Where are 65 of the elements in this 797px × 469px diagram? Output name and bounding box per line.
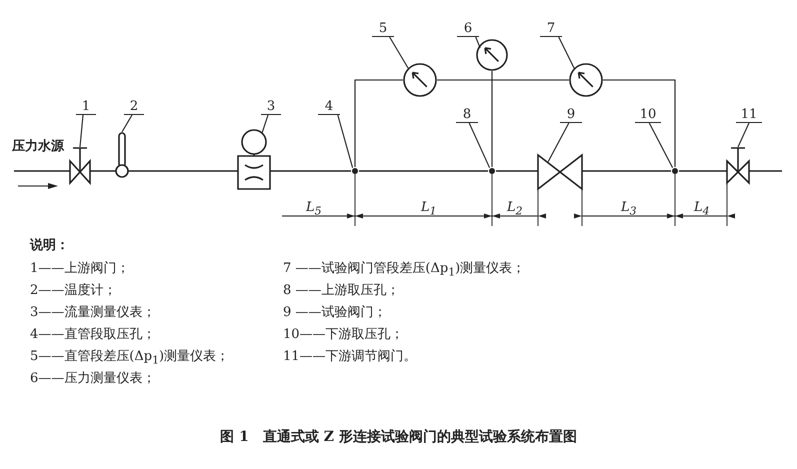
leader-line <box>468 122 490 168</box>
pipe-line <box>496 170 538 172</box>
callout-number: 1 <box>76 100 96 115</box>
callout-number: 5 <box>372 22 394 37</box>
legend-item: 8 ——上游取压孔； <box>283 282 400 299</box>
figure-caption: 图 1 直通式或 Z 形连接试验阀门的典型试验系统布置图 <box>220 429 577 445</box>
leader-line <box>261 114 269 134</box>
impulse-line <box>491 71 493 167</box>
pipe-line <box>359 170 488 172</box>
legend-item: 9 ——试验阀门； <box>283 304 386 321</box>
callout-number: 6 <box>457 22 479 37</box>
impulse-line <box>437 79 569 81</box>
dimension-label: L$_{2}$ <box>507 200 523 218</box>
impulse-line <box>603 79 676 167</box>
leader-line <box>548 122 570 162</box>
leader-line <box>122 114 132 132</box>
impulse-line <box>354 79 403 167</box>
legend-item: 7 ——试验阀门管段差压(Δp$_{1}$)测量仪表； <box>283 260 526 279</box>
flowmeter-symbol <box>238 129 270 189</box>
leader-line <box>79 114 84 148</box>
valve-symbol <box>70 147 90 183</box>
legend-heading: 说明： <box>30 237 69 254</box>
valve-symbol <box>727 147 749 183</box>
pipe-line <box>128 170 238 172</box>
pipe-line <box>90 170 116 172</box>
callout-number: 9 <box>560 108 582 123</box>
leader-line <box>337 114 354 168</box>
pipe-line <box>679 170 727 172</box>
legend-item: 4——直管段取压孔； <box>30 326 156 343</box>
gauge-symbol <box>403 63 437 97</box>
leader-line <box>475 36 481 48</box>
callout-number: 2 <box>124 100 144 115</box>
dimension-label: L$_{3}$ <box>621 200 637 218</box>
thermometer-symbol <box>116 132 128 177</box>
leader-line <box>648 122 674 168</box>
dimension-label: L$_{5}$ <box>306 200 322 218</box>
legend-item: 1——上游阀门； <box>30 260 130 277</box>
valve-symbol <box>538 155 582 189</box>
source-label: 压力水源 <box>12 138 64 155</box>
pipe-line <box>270 170 351 172</box>
callout-number: 7 <box>540 22 562 37</box>
callout-number: 8 <box>456 108 478 123</box>
callout-number: 11 <box>736 108 762 123</box>
legend-item: 10——下游取压孔； <box>283 326 404 343</box>
dimension-label: L$_{4}$ <box>694 200 710 218</box>
pipe-line <box>14 170 70 172</box>
leader-line <box>558 36 575 68</box>
leader-line <box>389 36 409 68</box>
legend-item: 2——温度计； <box>30 282 116 299</box>
callout-number: 4 <box>318 100 340 115</box>
gauge-symbol <box>476 39 508 71</box>
legend-item: 6——压力测量仪表； <box>30 370 156 387</box>
leader-line <box>738 122 750 148</box>
legend-item: 11——下游调节阀门。 <box>283 348 417 365</box>
legend-item: 5——直管段差压(Δp$_{1}$)测量仪表； <box>30 348 230 367</box>
legend-item: 3——流量测量仪表； <box>30 304 156 321</box>
pipe-line <box>582 170 671 172</box>
dimension-label: L$_{1}$ <box>421 200 437 218</box>
gauge-symbol <box>569 63 603 97</box>
callout-number: 3 <box>261 100 281 115</box>
pipe-line <box>749 170 782 172</box>
pressure-tap-dot <box>671 167 679 175</box>
pressure-tap-dot <box>351 167 359 175</box>
pressure-tap-dot <box>488 167 496 175</box>
callout-number: 10 <box>635 108 661 123</box>
